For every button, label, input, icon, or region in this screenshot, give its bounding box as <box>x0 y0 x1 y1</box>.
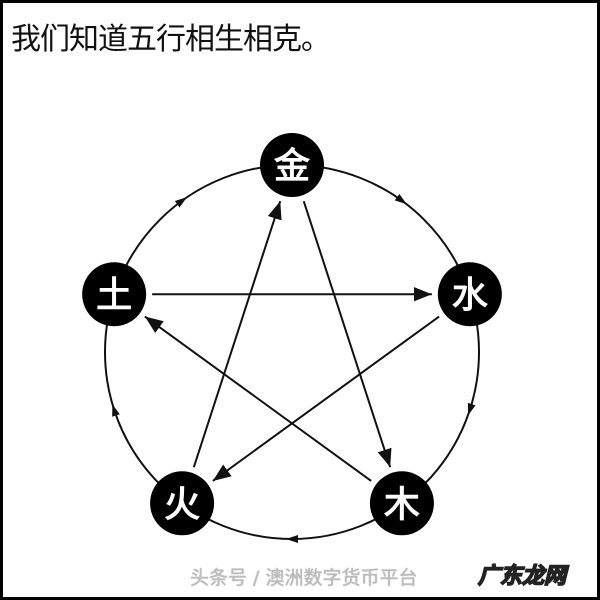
generating-arrowhead <box>394 193 407 205</box>
overcoming-arrow <box>144 315 372 482</box>
overcoming-arrow <box>302 200 392 468</box>
generating-arrowhead <box>112 404 120 417</box>
generating-arrowhead <box>286 535 298 543</box>
overcoming-arrow <box>212 315 440 482</box>
node-fire <box>150 471 215 536</box>
node-label-water: 水 <box>452 274 489 316</box>
node-label-metal: 金 <box>273 145 311 187</box>
node-wood <box>369 471 434 536</box>
overcoming-arrow <box>192 200 282 468</box>
node-label-fire: 火 <box>164 483 200 525</box>
node-label-earth: 土 <box>96 274 132 316</box>
node-earth <box>82 262 147 327</box>
node-water <box>437 262 502 327</box>
node-metal <box>260 133 324 197</box>
logo: 广东龙网 <box>477 563 567 590</box>
generating-arrowhead <box>174 197 187 208</box>
node-label-wood: 木 <box>384 483 420 525</box>
generating-arrowhead <box>467 402 476 416</box>
page-title: 我们知道五行相生相克。 <box>11 22 331 57</box>
watermark: 头条号 / 澳洲数字货币平台 <box>190 567 418 589</box>
